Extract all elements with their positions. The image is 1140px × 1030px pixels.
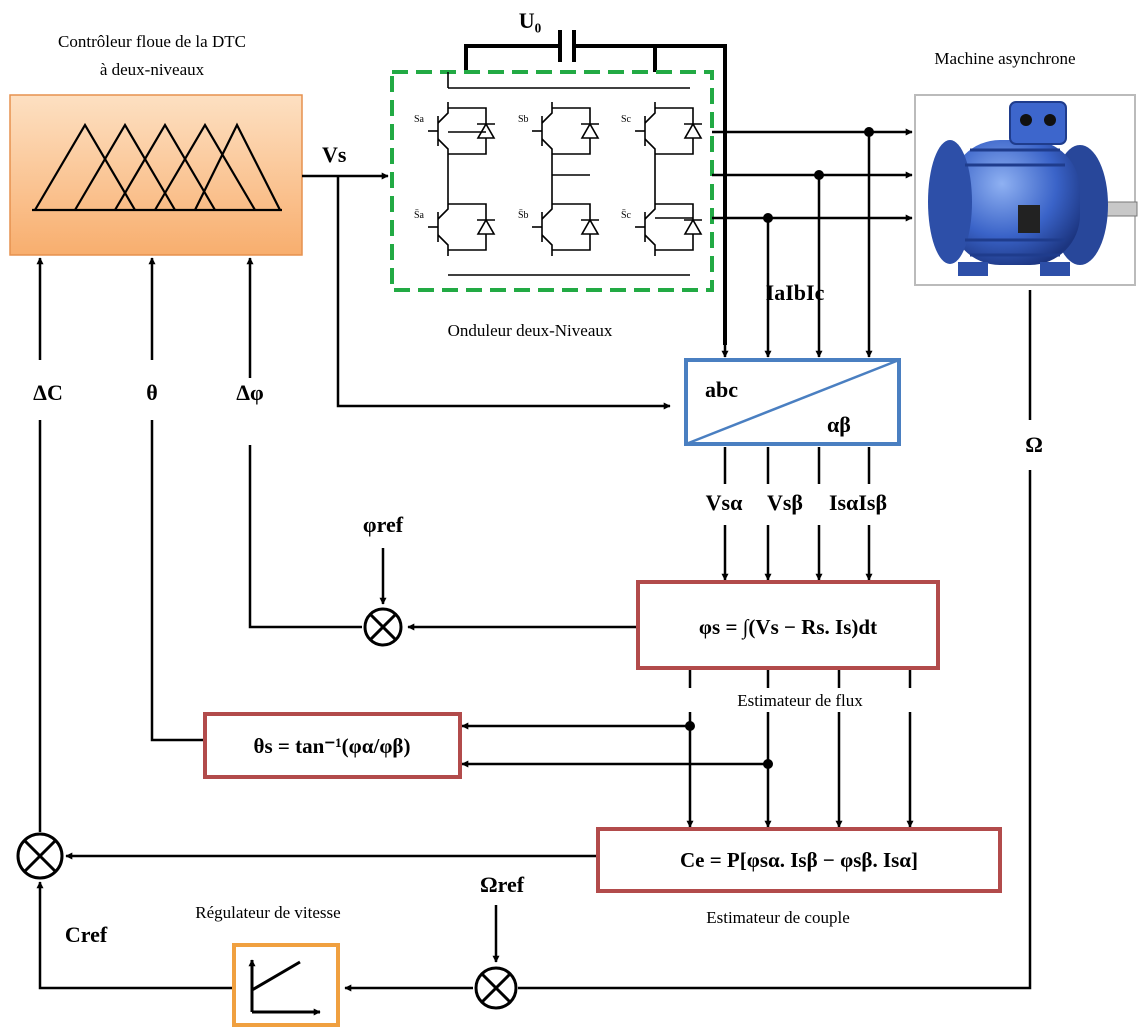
two-level-inverter: U₀ SaS̄a SbS̄b ScS̄c [392,8,725,345]
flux-equation: φs = ∫(Vs − Rs. Is)dt [699,615,877,640]
transform-to-label: αβ [827,412,851,437]
vs-beta-label: Vsβ [767,490,803,515]
speed-regulator-label: Régulateur de vitesse [195,903,340,922]
igbt-switch: S̄a [414,198,495,256]
torque-equation: Ce = P[φsα. Isβ − φsβ. Isα] [680,848,918,872]
phi-ref-label: φref [363,512,404,537]
igbt-switch: Sa [414,102,495,160]
dc-capacitor-icon [466,30,725,345]
controller-title-line2: à deux-niveaux [100,60,205,79]
transform-from-label: abc [705,377,738,402]
machine-label: Machine asynchrone [934,49,1075,68]
flux-comparator [365,609,401,645]
speed-comparator [476,968,516,1008]
speed-regulator: Régulateur de vitesse [195,903,340,1025]
vs-label: Vs [322,142,347,167]
flux-estimator-label: Estimateur de flux [737,691,863,710]
angle-equation: θs = tan⁻¹(φα/φβ) [254,734,411,758]
igbt-legs: SaS̄a SbS̄b ScS̄c [414,102,702,256]
switch-label: Sb [518,114,529,125]
igbt-switch: S̄b [518,198,599,256]
theta-label: θ [146,380,157,405]
angle-calculator: θs = tan⁻¹(φα/φβ) [205,714,460,777]
vs-alpha-label: Vsα [706,490,743,515]
torque-estimator-label: Estimateur de couple [706,908,850,927]
flux-estimator: φs = ∫(Vs − Rs. Is)dt Estimateur de flux [638,582,938,710]
controller-box [10,95,302,255]
is-alpha-beta-label: IsαIsβ [829,490,887,515]
switch-label: S̄a [414,209,425,221]
inverter-label: Onduleur deux-Niveaux [448,321,613,340]
delta-c-label: ΔC [33,380,63,405]
delta-phi-label: Δφ [236,380,264,405]
abc-alphabeta-transform: abc αβ [686,360,899,444]
c-ref-label: Cref [65,922,108,947]
torque-summation [18,834,62,878]
igbt-switch: Sb [518,102,599,160]
omega-ref-label: Ωref [480,872,525,897]
igbt-switch: Sc [621,102,702,160]
currents-label: IaIbIc [766,280,825,305]
torque-estimator: Ce = P[φsα. Isβ − φsβ. Isα] Estimateur d… [598,829,1000,927]
fuzzy-controller: Contrôleur floue de la DTC à deux-niveau… [10,32,302,255]
controller-title-line1: Contrôleur floue de la DTC [58,32,246,51]
switch-label: S̄c [621,209,632,221]
switch-label: Sc [621,114,632,125]
switch-label: Sa [414,114,425,125]
dc-voltage-label: U₀ [519,8,542,33]
induction-machine: Machine asynchrone [915,49,1137,285]
igbt-switch: S̄c [621,198,702,256]
switch-label: S̄b [518,209,529,221]
signal-labels: Vs IaIbIc Vsα Vsβ IsαIsβ ΔC θ Δφ φref Ω … [33,142,1043,947]
omega-label: Ω [1025,432,1043,457]
